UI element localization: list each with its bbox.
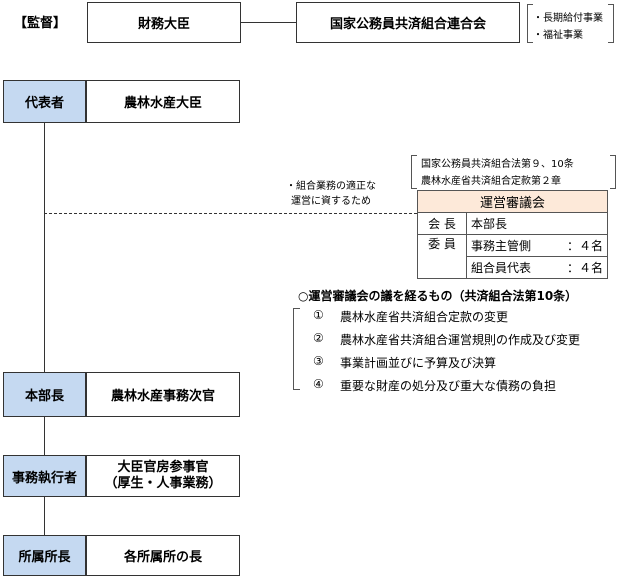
executive-name-line2: （厚生・人事業務） (104, 476, 222, 491)
deliberation-bracket (293, 308, 300, 390)
council-dashed-connector (44, 213, 417, 214)
branch-name: 各所属所の長 (123, 550, 202, 565)
minister-of-finance-box: 財務大臣 (87, 2, 241, 43)
council-role (417, 256, 467, 279)
deliberation-item-text: 重要な財産の処分及び重大な債務の負担 (340, 379, 557, 393)
branch-role: 所属所長 (18, 550, 71, 565)
council-member: 本部長 (466, 212, 608, 235)
council-row: 委 員 事務主管側 ：４名 (417, 234, 608, 257)
spine-mid (44, 417, 45, 455)
council-role: 委 員 (417, 234, 467, 257)
branch-role-box: 所属所長 (3, 535, 86, 576)
minister-of-finance-label: 財務大臣 (137, 17, 190, 32)
deliberation-item-num: ④ (313, 377, 324, 391)
project-welfare: ・福祉事業 (533, 30, 583, 41)
federation-label: 国家公務員共済組合連合会 (329, 17, 486, 32)
representative-name-box: 農林水産大臣 (86, 80, 240, 123)
executive-role-box: 事務執行者 (3, 455, 86, 497)
spine-top (44, 123, 45, 372)
supervision-label: 【監督】 (14, 16, 67, 31)
federation-box: 国家公務員共済組合連合会 (296, 2, 520, 43)
deliberation-item-text: 農林水産省共済組合運営規則の作成及び変更 (340, 333, 581, 347)
legal-basis-bracket-right (610, 155, 616, 189)
legal-basis-line2: 農林水産省共済組合定款第２章 (421, 176, 561, 187)
head-of-division-name-box: 農林水産事務次官 (86, 372, 240, 417)
executive-role: 事務執行者 (11, 470, 77, 486)
projects-bracket-left (527, 4, 533, 43)
deliberation-item-text: 事業計画並びに予算及び決算 (340, 356, 497, 370)
legal-basis-line1: 国家公務員共済組合法第９、10条 (421, 159, 574, 170)
head-of-division-role-box: 本部長 (3, 372, 86, 417)
council-table: 運営審議会 会 長 本部長 委 員 事務主管側 ：４名 組合員代表 ：４名 (417, 190, 608, 279)
deliberation-item-num: ① (313, 308, 324, 322)
branch-name-box: 各所属所の長 (86, 535, 240, 576)
council-role: 会 長 (417, 212, 467, 235)
head-of-division-name: 農林水産事務次官 (110, 389, 215, 404)
project-long-term: ・長期給付事業 (533, 13, 603, 24)
executive-name-box: 大臣官房参事官 （厚生・人事業務） (86, 455, 240, 497)
deliberation-item-text: 農林水産省共済組合定款の変更 (340, 310, 509, 324)
purpose-note-line1: ・組合業務の適正な (286, 181, 376, 192)
head-of-division-role: 本部長 (24, 389, 64, 404)
deliberation-item-num: ② (313, 331, 324, 345)
council-member: 事務主管側 (465, 234, 552, 257)
council-count: ：４名 (551, 256, 608, 279)
spine-low (44, 497, 45, 535)
deliberation-heading: ○運営審議会の議を経るもの（共済組合法第10条） (298, 289, 578, 303)
representative-name: 農林水産大臣 (123, 96, 202, 111)
council-count: ：４名 (551, 234, 608, 257)
projects-bracket-right (608, 4, 614, 43)
representative-role-box: 代表者 (3, 80, 86, 123)
executive-name-line1: 大臣官房参事官 (117, 460, 209, 475)
council-member: 組合員代表 (465, 256, 552, 279)
legal-basis-bracket-left (411, 155, 417, 189)
council-title: 運営審議会 (417, 190, 608, 213)
purpose-note-line2: 運営に資するため (291, 196, 371, 207)
representative-role: 代表者 (24, 96, 64, 111)
supervision-connector (241, 22, 296, 23)
council-row: 組合員代表 ：４名 (417, 256, 608, 279)
deliberation-item-num: ③ (313, 354, 324, 368)
council-row: 会 長 本部長 (417, 212, 608, 235)
